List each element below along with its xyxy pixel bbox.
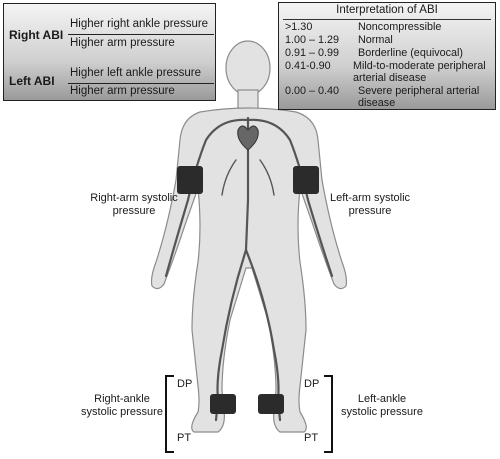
interpretation-desc: Noncompressible [358,21,442,33]
right-ankle-pressure-label: Right-ankle systolic pressure [81,393,163,418]
left-abi-fraction-bar [68,83,214,84]
heart-icon [237,125,259,151]
abi-formula-box: Right ABI Higher right ankle pressure Hi… [3,3,216,101]
right-arm-pressure-label: Right-arm systolic pressure [90,192,178,217]
right-dp-label: DP [177,378,193,390]
interpretation-range: 0.41-0.90 [285,60,331,72]
interpretation-range: 1.00 – 1.29 [285,34,340,46]
abi-interpretation-box: Interpretation of ABI >1.30 Noncompressi… [278,2,496,110]
interpretation-title: Interpretation of ABI [336,4,438,16]
left-pt-label: PT [304,432,319,444]
interpretation-desc: Borderline (equivocal) [358,47,464,59]
right-abi-fraction-bar [68,34,214,35]
interpretation-range: 0.00 – 0.40 [285,85,340,97]
right-abi-denominator: Higher arm pressure [70,37,175,49]
left-abi-denominator: Higher arm pressure [70,85,175,97]
interpretation-desc: Severe peripheral arterial disease [358,85,480,109]
left-abi-label: Left ABI [9,74,55,88]
left-abi-numerator: Higher left ankle pressure [70,67,202,79]
interpretation-desc: Mild-to-moderate peripheral arterial dis… [353,60,486,84]
interpretation-title-divider [283,19,491,20]
right-pt-label: PT [177,432,192,444]
left-dp-label: DP [304,378,320,390]
left-ankle-pressure-label: Left-ankle systolic pressure [341,393,423,418]
ankle-brackets [165,375,333,453]
left-ankle-cuff [258,394,284,414]
left-arm-cuff [293,166,319,194]
right-arm-cuff [177,166,203,194]
interpretation-range: 0.91 – 0.99 [285,47,340,59]
left-arm-pressure-label: Left-arm systolic pressure [329,192,411,217]
right-abi-label: Right ABI [9,28,64,42]
right-abi-numerator: Higher right ankle pressure [70,18,209,30]
right-ankle-cuff [210,394,236,414]
interpretation-range: >1.30 [285,21,313,33]
interpretation-desc: Normal [358,34,393,46]
